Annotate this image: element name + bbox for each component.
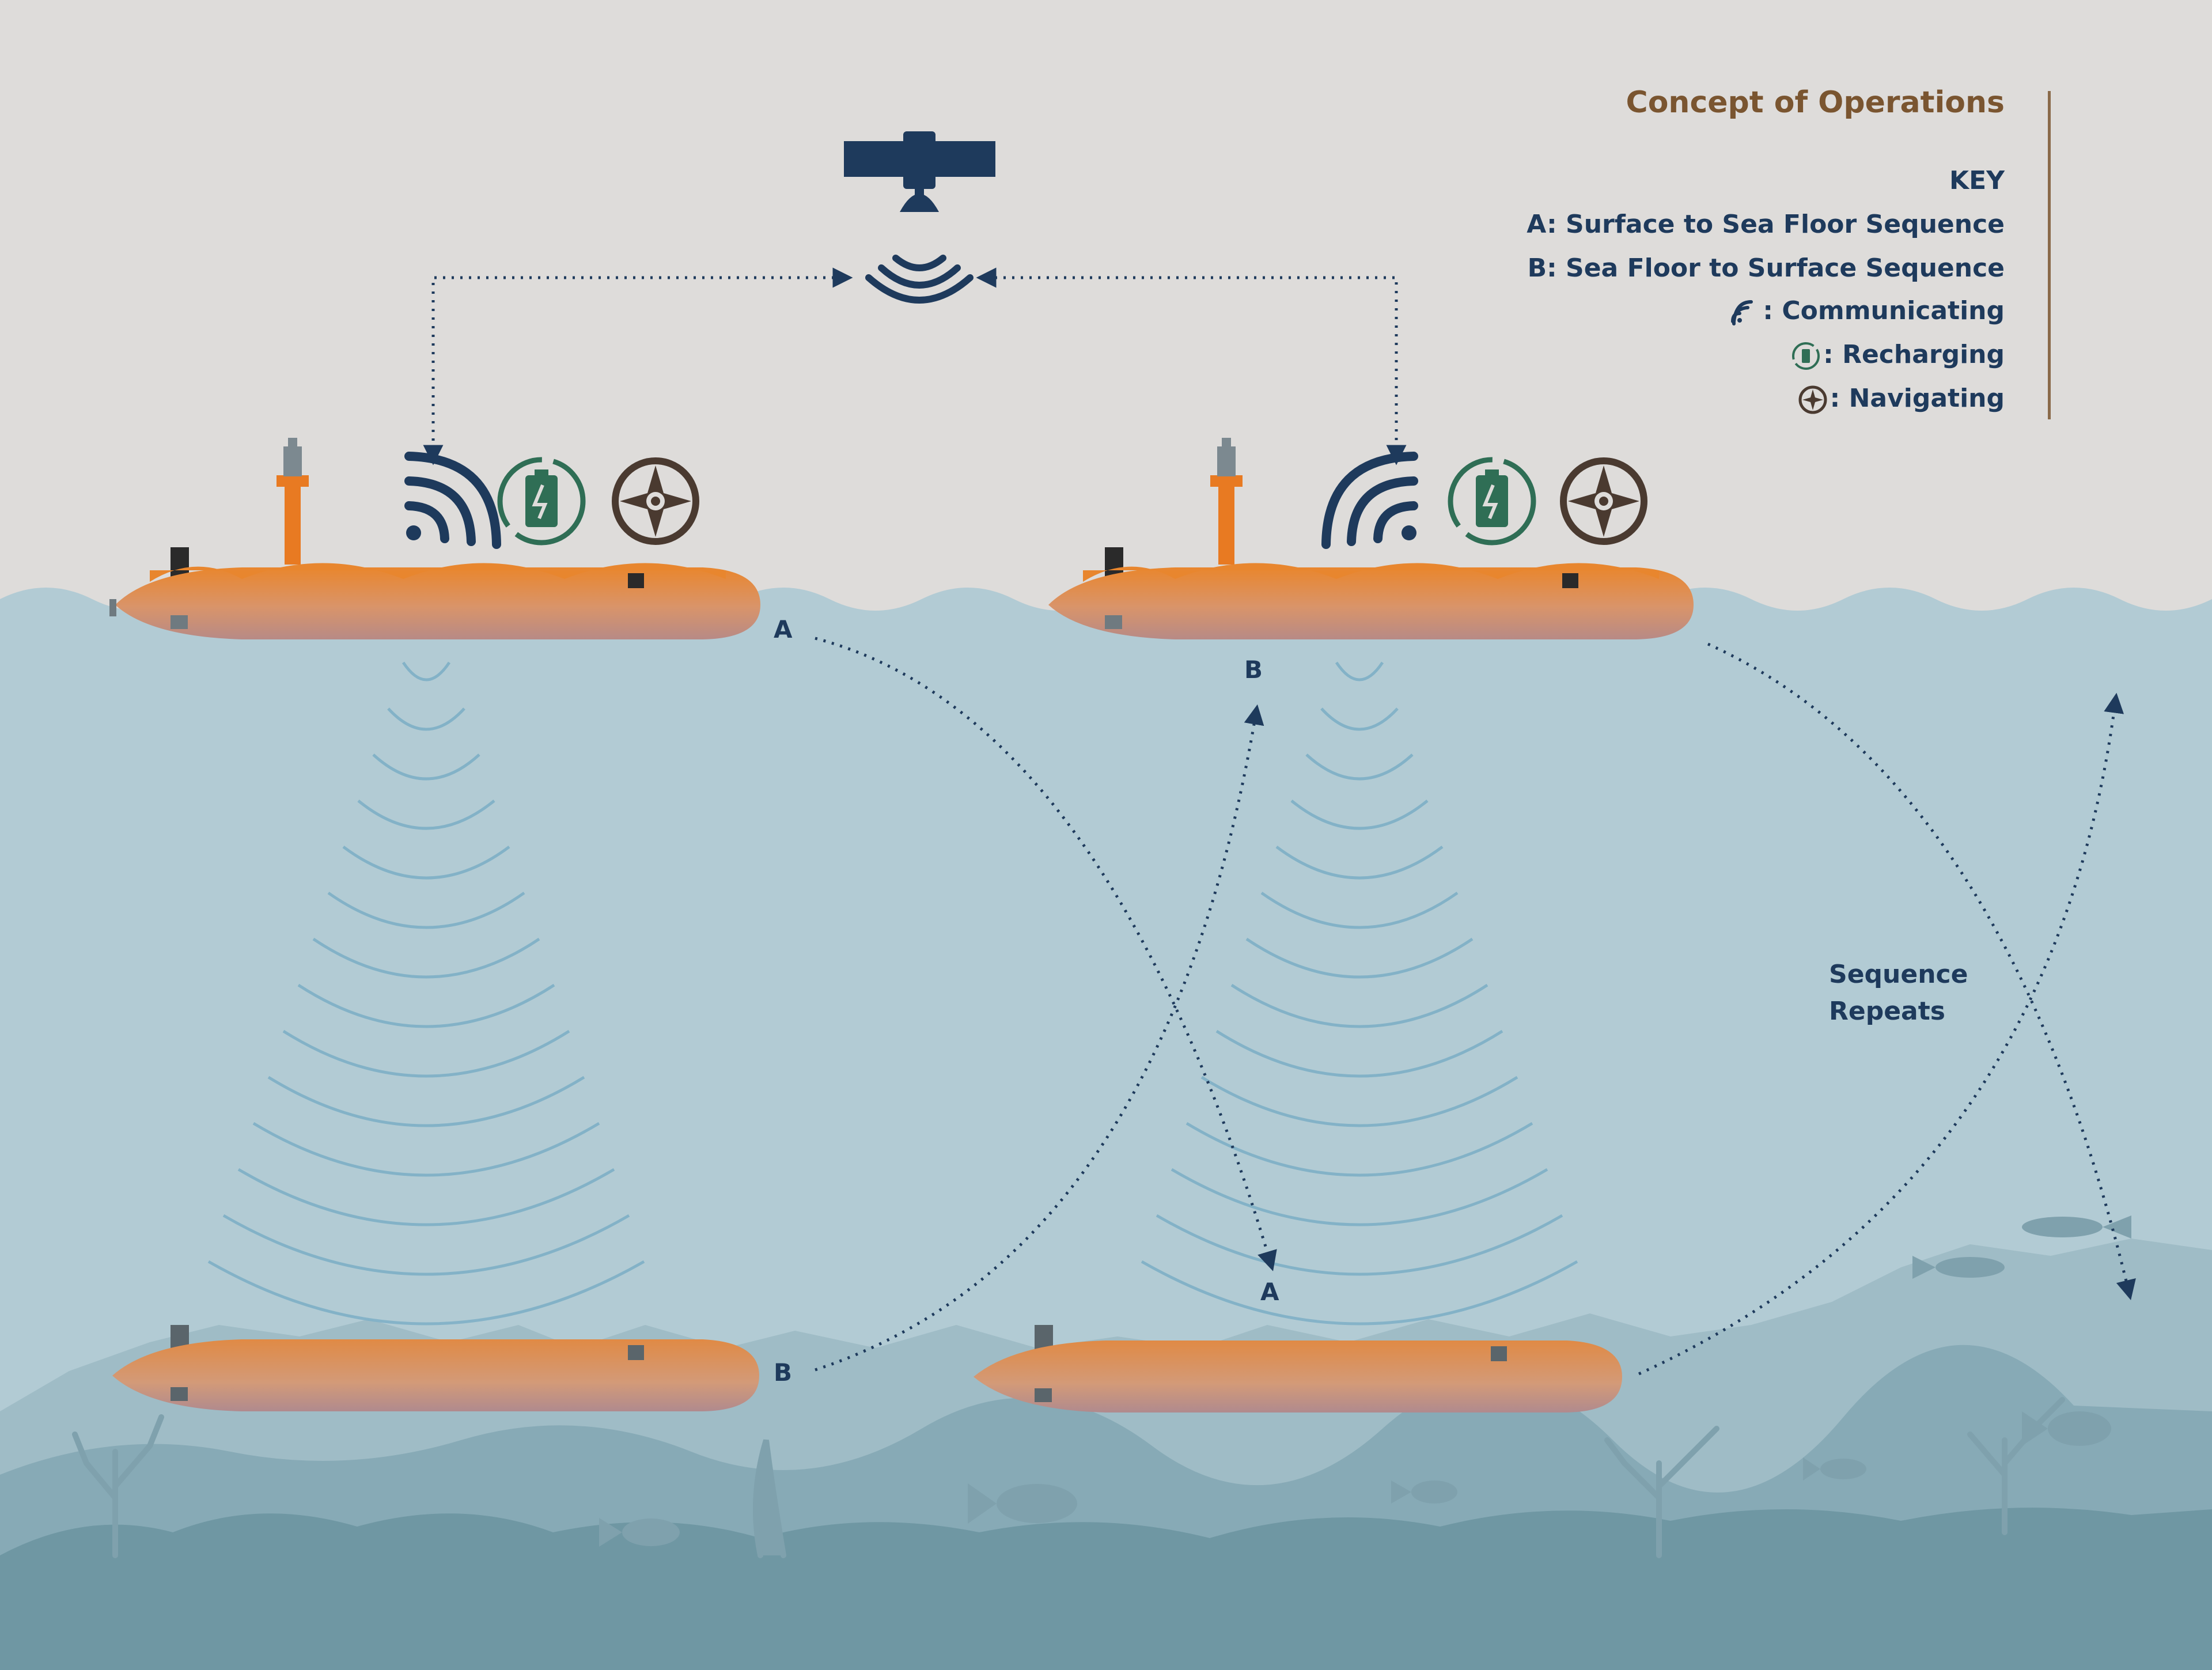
key-item-communicating: : Communicating [1730, 296, 2005, 327]
sonar-arc [1320, 707, 1399, 731]
label-a-lower: A [1260, 1278, 1279, 1306]
key-b-text: : Sea Floor to Surface Sequence [1547, 253, 2005, 283]
battery-recharge-icon [1448, 457, 1536, 546]
path-b-right [1638, 692, 2124, 1376]
sonar-arc [312, 937, 540, 979]
sonar-arc [1305, 753, 1414, 781]
path-a-right [1707, 642, 2136, 1301]
sonar-arc [1260, 891, 1459, 929]
sonar-arc [387, 707, 465, 731]
key-item-navigating: : Navigating [1798, 384, 2005, 415]
sonar-arc [1215, 1029, 1503, 1078]
sonar-arc [207, 1260, 645, 1326]
sequence-repeats-label: Sequence Repeats [1829, 956, 1968, 1030]
key-a-letter: A [1527, 210, 1547, 239]
sonar-arc [1141, 1260, 1578, 1326]
satellite-icon [844, 131, 995, 212]
key-item-recharging: : Recharging [1791, 340, 2005, 371]
sonar-right [1141, 661, 1578, 1326]
signal-icon [1321, 452, 1418, 549]
sonar-arc [297, 983, 555, 1028]
compass-icon [1560, 457, 1647, 545]
sequence-repeats-line2: Repeats [1829, 997, 1945, 1026]
sonar-arc [237, 1168, 615, 1226]
signal-icon [404, 452, 501, 549]
key-item-a: A: Surface to Sea Floor Sequence [1527, 210, 2005, 239]
path-a-left [815, 637, 1277, 1271]
sonar-arc [1200, 1076, 1518, 1127]
sonar-arc [1171, 1168, 1548, 1226]
wave-icon [865, 255, 974, 304]
vehicle-seafloor-left [112, 1325, 759, 1411]
compass-icon [1798, 385, 1827, 414]
sequence-repeats-line1: Sequence [1829, 960, 1968, 989]
sonar-arc [1335, 661, 1384, 681]
comm-links [423, 267, 1407, 465]
signal-icon [1731, 300, 1753, 325]
key-heading: KEY [1949, 166, 2005, 195]
key-navigating-text: : Navigating [1830, 384, 2005, 413]
sonar-arc [402, 661, 451, 681]
sonar-arc [1185, 1122, 1533, 1177]
vehicle-surface-left [109, 438, 760, 639]
key-recharging-text: : Recharging [1823, 340, 2005, 369]
sonar-arc [342, 845, 510, 880]
battery-recharge-icon [1792, 342, 1820, 370]
key-item-b: B: Sea Floor to Surface Sequence [1528, 253, 2005, 283]
diagram-title: Concept of Operations [1626, 85, 2005, 120]
sonar-arc [282, 1029, 570, 1078]
sequence-paths [815, 637, 2136, 1376]
sonar-arc [1245, 937, 1474, 979]
label-b-lower: B [774, 1358, 793, 1387]
sonar-arc [1290, 800, 1429, 830]
battery-recharge-icon [497, 457, 586, 546]
key-communicating-text: : Communicating [1763, 296, 2005, 325]
coral-icon [72, 1397, 2065, 1558]
sonar-arc [222, 1214, 630, 1276]
label-b-upper: B [1244, 656, 1263, 684]
sonar-arc [1275, 845, 1444, 880]
seafloor [0, 1508, 2212, 1670]
sonar-arc [372, 753, 480, 781]
label-a-upper: A [774, 615, 793, 643]
sonar-arc [327, 891, 525, 929]
sonar-arc [252, 1122, 600, 1177]
key-b-letter: B [1527, 253, 1547, 283]
fish-icon [599, 1215, 2131, 1547]
vehicle-seafloor-right [974, 1325, 1622, 1413]
sonar-arc [1156, 1214, 1563, 1276]
sonar-left [207, 661, 645, 1326]
vehicle-surface-right [1048, 438, 1694, 639]
sonar-arc [357, 800, 495, 830]
sonar-arc [267, 1076, 585, 1127]
key-a-text: : Surface to Sea Floor Sequence [1547, 210, 2005, 239]
compass-icon [612, 457, 699, 545]
key-divider [2048, 91, 2051, 419]
sonar-arc [1230, 983, 1488, 1028]
